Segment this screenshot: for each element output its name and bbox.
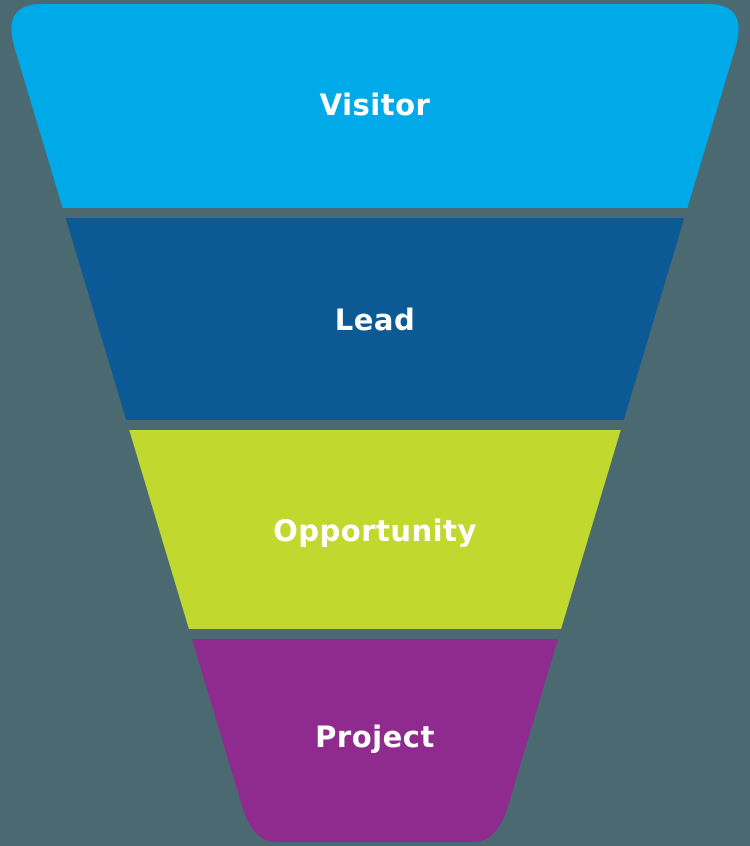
funnel-stage-opportunity: Opportunity: [129, 430, 621, 629]
funnel-label-visitor: Visitor: [320, 88, 431, 122]
funnel-stage-lead: Lead: [65, 218, 685, 420]
funnel-label-opportunity: Opportunity: [273, 514, 477, 548]
funnel-stage-project: Project: [191, 639, 559, 842]
funnel-segment-project: [191, 639, 559, 842]
funnel-segment-visitor: [11, 4, 739, 208]
funnel-stage-visitor: Visitor: [11, 4, 739, 208]
funnel-label-lead: Lead: [335, 303, 415, 337]
funnel-label-project: Project: [315, 720, 435, 754]
funnel-segment-lead: [65, 218, 685, 420]
funnel-segment-opportunity: [129, 430, 621, 629]
